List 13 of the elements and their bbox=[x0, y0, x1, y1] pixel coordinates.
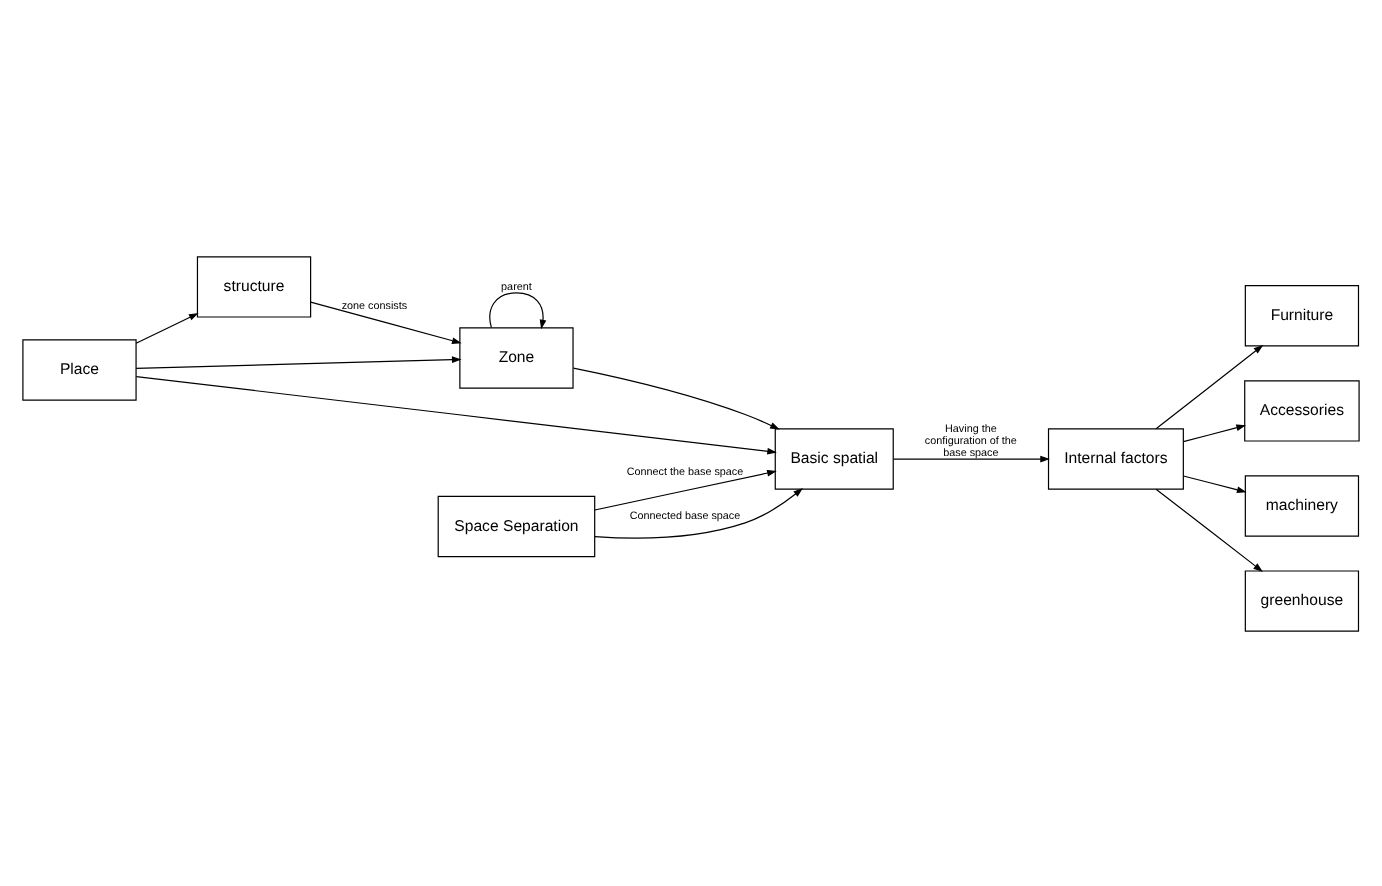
arrow bbox=[594, 468, 777, 510]
arrow bbox=[310, 300, 462, 343]
arrow bbox=[892, 454, 1050, 462]
arrow bbox=[489, 291, 547, 329]
arrow bbox=[1155, 344, 1264, 429]
arrow bbox=[594, 487, 803, 538]
arrow bbox=[572, 366, 780, 429]
arrow bbox=[135, 312, 199, 343]
arrow bbox=[135, 374, 777, 454]
arrow bbox=[135, 355, 462, 369]
arrow bbox=[1182, 423, 1246, 442]
arrow bbox=[1182, 474, 1247, 493]
arrow bbox=[1155, 487, 1263, 571]
